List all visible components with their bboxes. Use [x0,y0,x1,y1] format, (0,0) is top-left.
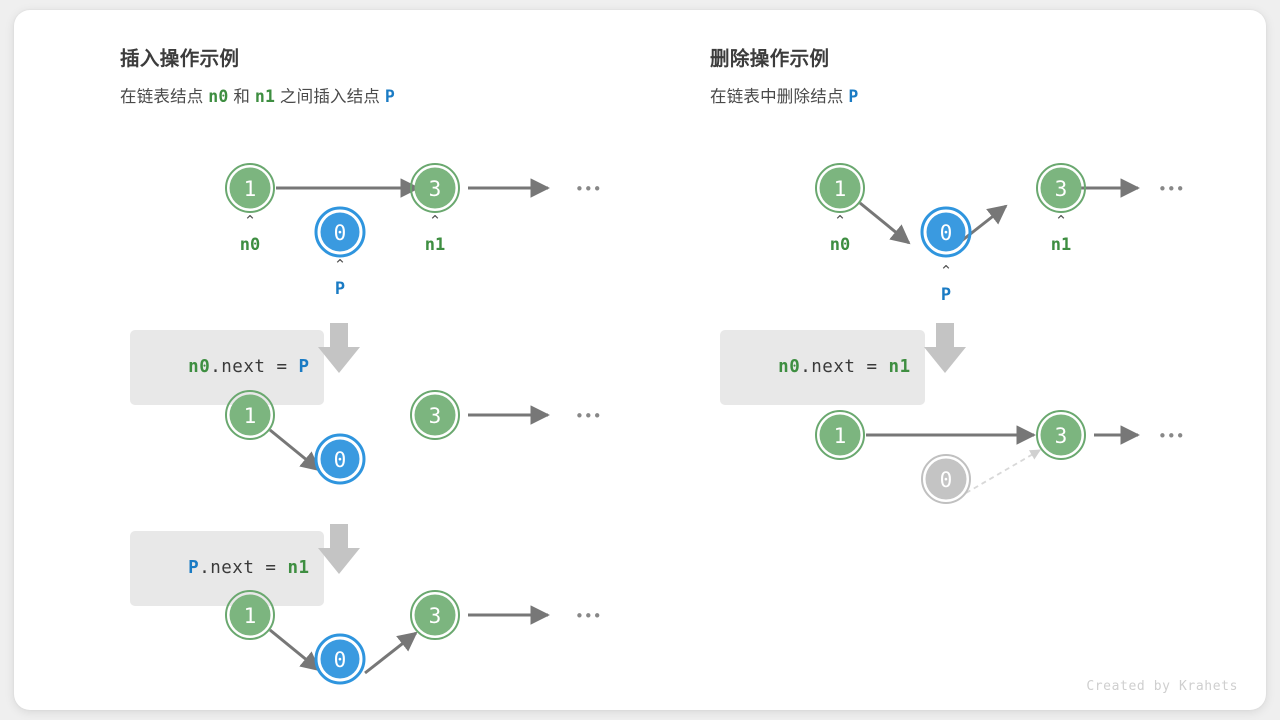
node-p-deleted: 0 [921,454,971,504]
code-token: .next = [199,558,288,578]
node-n0-value: 1 [244,404,257,428]
ellipsis-icon: ••• [1158,427,1185,445]
node-n0-value: 1 [244,177,257,201]
panel-insert-title: 插入操作示例 [120,48,240,70]
node-n1-value: 3 [429,177,442,201]
node-n1: 3 [1036,410,1086,460]
node-n1: 3 [410,390,460,440]
credit-text: Created by Krahets [1086,679,1238,694]
ellipsis-icon: ••• [575,407,602,425]
subtitle-token-p: P [848,87,859,106]
node-n1-value: 3 [429,404,442,428]
subtitle-token-n0: n0 [208,87,229,106]
link-deleted-p-n1 [965,449,1041,494]
node-p-value: 0 [334,648,347,672]
insert-step-1-graph: 1 ⌃ n0 0 ⌃ P 3 ⌃ n1 ••• [225,163,602,299]
caret-icon: ⌃ [834,212,847,230]
node-p-value: 0 [940,221,953,245]
node-p: 0 [920,206,972,258]
node-n0: 1 [225,590,275,640]
delete-step-2-graph: 1 0 3 ••• [815,410,1185,504]
subtitle-text: 之间插入结点 [275,88,385,106]
node-p: 0 [314,206,366,258]
link-n0-p [269,628,321,672]
pointer-label-p: P [335,279,345,299]
panel-insert-subtitle: 在链表结点 n0 和 n1 之间插入结点 P [120,83,395,107]
node-n1: 3 [410,590,460,640]
code-token: n0 [188,357,211,377]
node-n1-value: 3 [429,604,442,628]
code-token: P [298,357,310,377]
node-n0: 1 [815,410,865,460]
link-p-n1 [364,631,418,675]
pointer-label-n1: n1 [1051,235,1071,255]
code-token: .next = [210,357,299,377]
link-n0-p [859,201,911,245]
code-token: n1 [888,357,911,377]
code-badge-insert-1: n0.next = P [130,330,324,405]
code-token: P [188,558,200,578]
code-token: .next = [800,357,889,377]
node-n1: 3 [1036,163,1086,213]
caret-icon: ⌃ [1055,212,1068,230]
panel-delete-subtitle: 在链表中删除结点 P [710,83,859,107]
subtitle-text: 和 [228,88,255,106]
code-token: n0 [778,357,801,377]
caret-icon: ⌃ [244,212,257,230]
subtitle-token-n1: n1 [254,87,276,106]
down-arrow-icon [318,524,360,574]
node-p-value: 0 [334,448,347,472]
code-badge-insert-2: P.next = n1 [130,531,324,606]
subtitle-text: 在链表结点 [120,88,209,106]
down-arrow-icon [924,323,966,373]
node-n1: 3 [410,163,460,213]
ellipsis-icon: ••• [575,607,602,625]
node-p-value: 0 [940,468,953,492]
node-n0-value: 1 [834,424,847,448]
panel-insert: 插入操作示例 在链表结点 n0 和 n1 之间插入结点 P [120,42,395,107]
caret-icon: ⌃ [334,256,347,274]
subtitle-token-p: P [384,87,396,106]
caret-icon: ⌃ [429,212,442,230]
pointer-label-n0: n0 [830,235,850,255]
down-arrow-icon [318,323,360,373]
node-n0-value: 1 [244,604,257,628]
delete-step-1-graph: 1 ⌃ n0 0 ⌃ P 3 ⌃ n1 ••• [815,163,1185,305]
ellipsis-icon: ••• [575,180,602,198]
insert-step-2-graph: 1 0 3 ••• [225,390,602,485]
pointer-label-n0: n0 [240,235,260,255]
node-n0: 1 [225,163,275,213]
node-p: 0 [314,433,366,485]
node-p: 0 [314,633,366,685]
code-token: n1 [287,558,310,578]
node-n1-value: 3 [1055,177,1068,201]
node-p-value: 0 [334,221,347,245]
diagram-card: 插入操作示例 在链表结点 n0 和 n1 之间插入结点 P 1 ⌃ n0 [14,10,1266,710]
subtitle-text: 在链表中删除结点 [710,88,849,106]
insert-step-3-graph: 1 0 3 ••• [225,590,602,685]
link-n0-p [269,428,321,472]
code-badge-delete-1: n0.next = n1 [720,330,925,405]
pointer-label-n1: n1 [425,235,445,255]
caret-icon: ⌃ [940,262,953,280]
node-n1-value: 3 [1055,424,1068,448]
panel-delete: 删除操作示例 在链表中删除结点 P [710,42,859,107]
panel-delete-title: 删除操作示例 [710,48,830,70]
node-n0: 1 [815,163,865,213]
node-n0: 1 [225,390,275,440]
pointer-label-p: P [941,285,951,305]
node-n0-value: 1 [834,177,847,201]
ellipsis-icon: ••• [1158,180,1185,198]
